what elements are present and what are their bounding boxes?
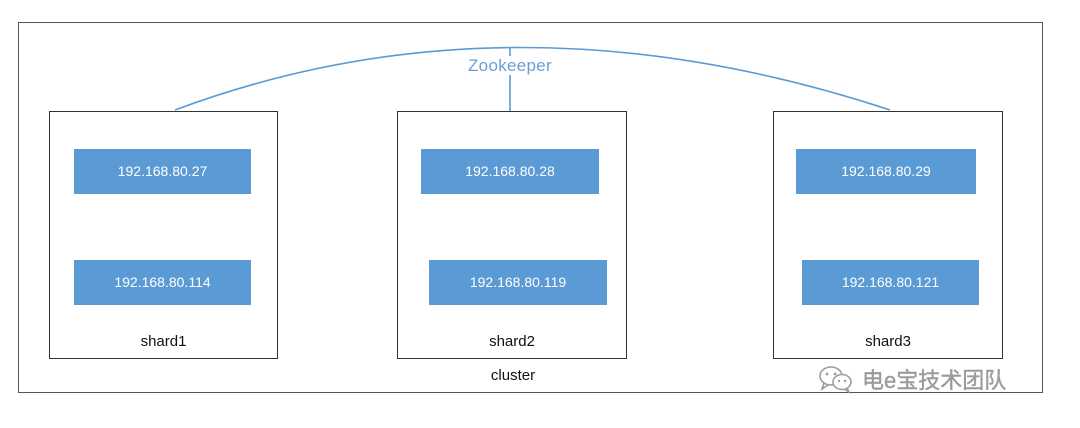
shard2-primary-node: 192.168.80.28	[421, 149, 599, 194]
zookeeper-label: Zookeeper	[466, 56, 554, 75]
shard3-replica-node: 192.168.80.121	[802, 260, 979, 305]
cluster-label: cluster	[490, 367, 536, 384]
watermark: 电e宝技术团队	[818, 362, 1006, 396]
shard3-primary-node: 192.168.80.29	[796, 149, 976, 194]
shard2-replica-node: 192.168.80.119	[429, 260, 607, 305]
wechat-icon	[819, 366, 852, 394]
watermark-text: 电e宝技术团队	[862, 368, 1007, 393]
shard2-label: shard2	[489, 333, 535, 350]
shard1-label: shard1	[140, 333, 187, 350]
shard1-box: 192.168.80.27 192.168.80.114 shard1	[49, 111, 278, 359]
shard1-primary-node: 192.168.80.27	[74, 149, 251, 194]
shard3-label: shard3	[865, 333, 911, 350]
shard1-replica-node: 192.168.80.114	[74, 260, 251, 305]
shard2-box: 192.168.80.28 192.168.80.119 shard2	[397, 111, 627, 359]
cluster-container	[18, 22, 1043, 393]
shard3-box: 192.168.80.29 192.168.80.121 shard3	[773, 111, 1003, 359]
